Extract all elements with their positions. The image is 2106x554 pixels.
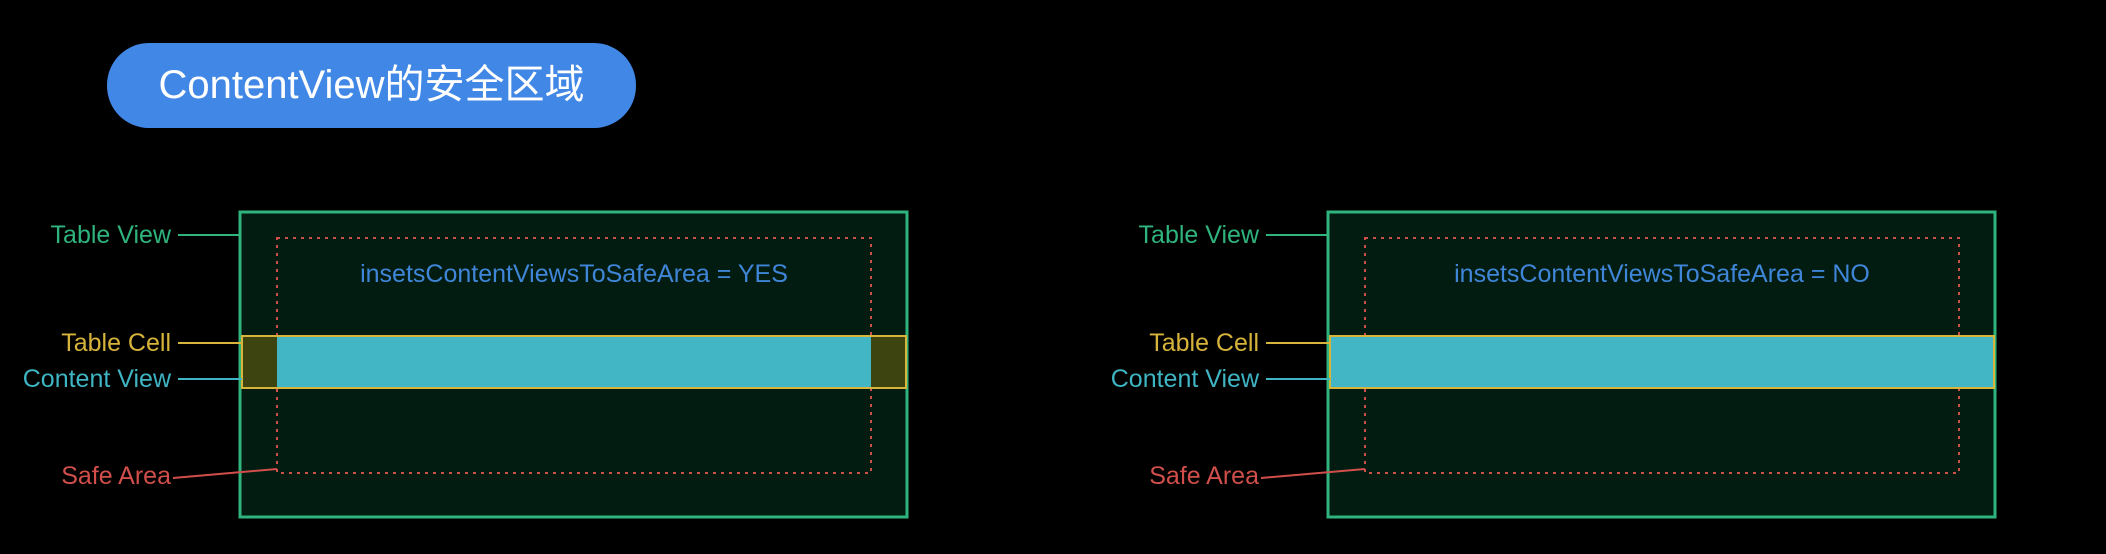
safe-area-box	[276, 237, 872, 474]
diagram-title: ContentView的安全区域	[158, 63, 585, 107]
content-view-box	[1330, 337, 1994, 387]
content-view-label: Content View	[22, 365, 171, 393]
table-cell-label: Table Cell	[1149, 329, 1259, 357]
table-view-label: Table View	[50, 221, 171, 249]
safe-area-leader	[172, 468, 278, 479]
setting-text-yes: insetsContentViewsToSafeArea = YES	[360, 260, 788, 288]
safe-area-box	[1364, 237, 1960, 474]
panel-no	[1260, 210, 1997, 519]
safe-area-label: Safe Area	[1149, 462, 1259, 490]
panel-yes	[172, 210, 909, 519]
title-badge: ContentView的安全区域	[107, 43, 636, 128]
table-cell-label: Table Cell	[61, 329, 171, 357]
table-cell-box	[1329, 335, 1995, 389]
safe-area-label: Safe Area	[61, 462, 171, 490]
content-view-box	[277, 337, 871, 387]
setting-text-no: insetsContentViewsToSafeArea = NO	[1454, 260, 1870, 288]
safe-area-leader	[1260, 468, 1366, 479]
table-view-label: Table View	[1138, 221, 1259, 249]
content-view-label: Content View	[1110, 365, 1259, 393]
